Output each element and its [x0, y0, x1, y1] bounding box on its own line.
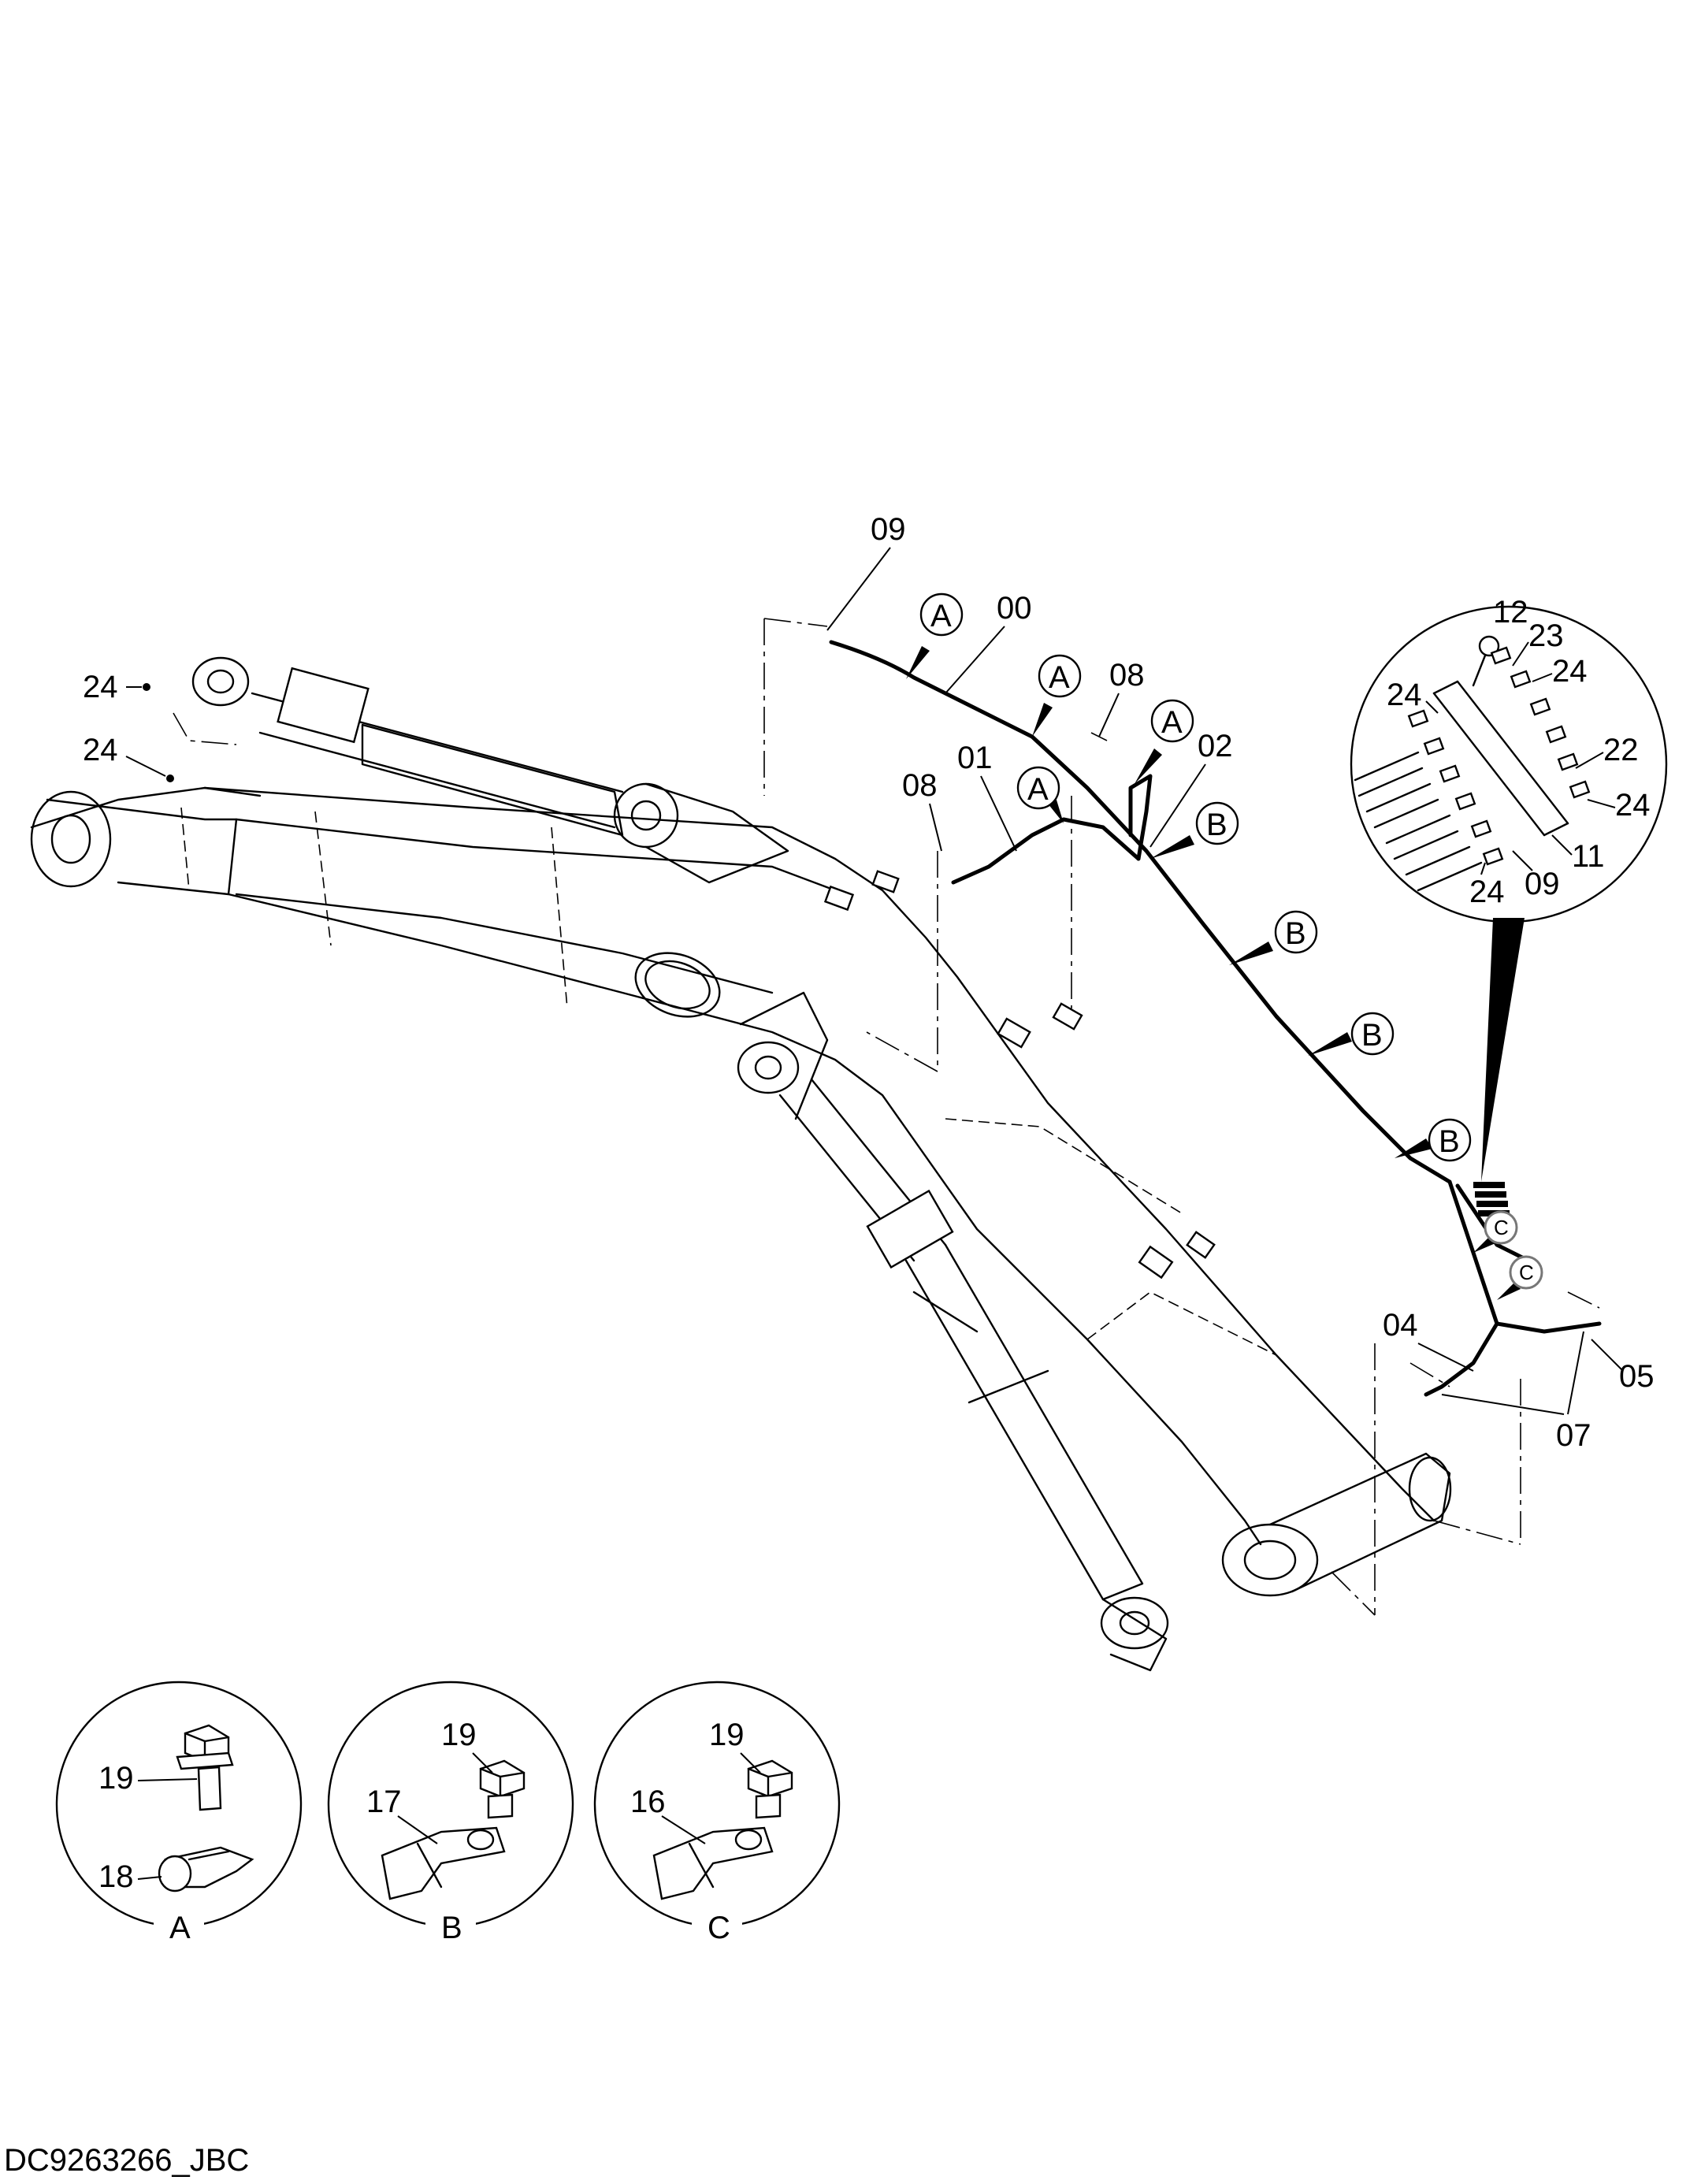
marker-a-4: A	[1016, 766, 1064, 823]
callout-24-b: 24	[83, 733, 118, 767]
marker-c-1: C	[1473, 1210, 1518, 1253]
callout-11: 11	[1572, 839, 1605, 874]
callout-23: 23	[1528, 618, 1564, 653]
marker-b-1: B	[1150, 801, 1239, 859]
detail-a-part-19: 19	[98, 1761, 134, 1796]
terminal-pins	[1407, 635, 1591, 866]
boom-cylinder	[737, 991, 1169, 1672]
detail-c-label: C	[708, 1911, 730, 1945]
callout-05: 05	[1619, 1359, 1655, 1394]
arm-cylinder	[191, 656, 789, 884]
callout-12: 12	[1493, 595, 1528, 630]
svg-text:A: A	[1027, 772, 1049, 807]
svg-text:A: A	[1049, 660, 1070, 695]
callout-01: 01	[957, 741, 993, 775]
callout-07: 07	[1556, 1418, 1591, 1453]
harness-01	[951, 817, 1141, 885]
boom-body	[30, 786, 1452, 1597]
callout-00: 00	[997, 591, 1032, 626]
marker-a-2: A	[1032, 654, 1082, 737]
detail-b-part-17: 17	[366, 1785, 402, 1819]
svg-text:A: A	[1161, 705, 1183, 740]
callout-24-bottom: 24	[1469, 875, 1505, 909]
wire-stubs	[1354, 751, 1483, 892]
clamp-markers: A A A A B B B	[906, 592, 1543, 1300]
svg-text:B: B	[1439, 1124, 1460, 1159]
detail-a-part-18: 18	[98, 1859, 134, 1894]
assembly-leader-lines	[173, 618, 1600, 1616]
callout-24-r: 24	[1615, 788, 1651, 823]
detail-c-part-16: 16	[630, 1785, 666, 1819]
marker-b-3: B	[1308, 1012, 1395, 1056]
detail-b-part-19: 19	[441, 1718, 477, 1752]
part-callouts: 09 00 08 02 01 08 24 24 04 05 07	[83, 512, 1655, 1453]
harness-05	[1495, 1321, 1602, 1334]
callout-09-top: 09	[871, 512, 906, 547]
wire-harness	[829, 640, 1602, 1397]
detail-b-label: B	[441, 1911, 462, 1945]
svg-text:A: A	[930, 599, 952, 633]
marker-b-4: B	[1395, 1118, 1472, 1162]
callout-02: 02	[1198, 729, 1233, 763]
callout-04: 04	[1383, 1308, 1418, 1343]
callout-08-left: 08	[902, 768, 938, 803]
detail-c-part-19: 19	[709, 1718, 745, 1752]
harness-02	[1128, 774, 1153, 861]
svg-text:B: B	[1206, 808, 1227, 842]
callout-24-tr: 24	[1552, 654, 1588, 689]
document-code: DC9263266_JBC	[4, 2143, 249, 2178]
callout-09-detail: 09	[1525, 867, 1560, 901]
svg-text:C: C	[1519, 1261, 1534, 1284]
marker-b-2: B	[1229, 910, 1318, 965]
callout-22: 22	[1603, 733, 1639, 767]
callout-08-right: 08	[1109, 658, 1145, 693]
callout-24-a: 24	[83, 670, 118, 704]
marker-a-1: A	[906, 592, 964, 679]
detail-view-b: B 19 17	[327, 1681, 574, 1945]
harness-00	[829, 640, 1452, 1184]
marker-a-3: A	[1135, 699, 1194, 784]
detail-a-label: A	[169, 1911, 191, 1945]
svg-text:C: C	[1494, 1216, 1509, 1239]
detail-view-a: A 19 18	[55, 1681, 303, 1945]
callout-24-tl: 24	[1387, 678, 1422, 712]
connector-detail-view: 12 23 24 24 22 24 11 09 24	[1350, 595, 1668, 1182]
detail-view-c: C 19 16	[593, 1681, 841, 1945]
svg-text:B: B	[1285, 916, 1306, 951]
marker-c-2: C	[1497, 1255, 1543, 1300]
svg-text:B: B	[1361, 1018, 1383, 1053]
